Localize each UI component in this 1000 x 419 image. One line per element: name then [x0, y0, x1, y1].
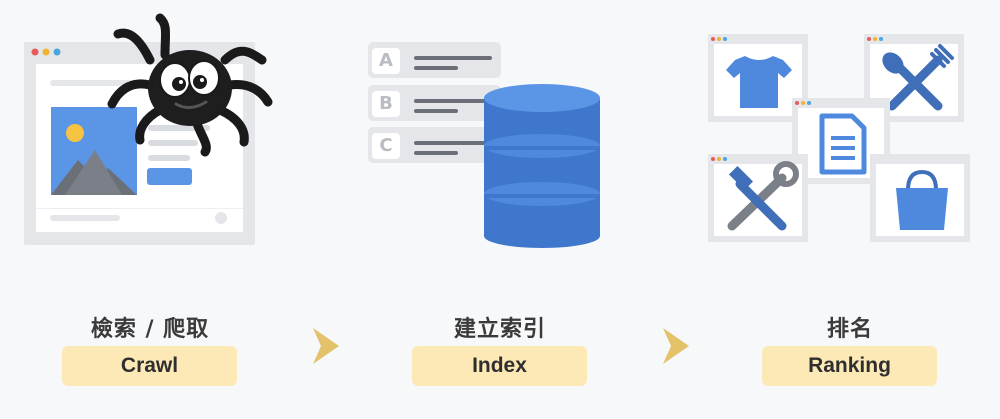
spider-icon	[107, 13, 273, 157]
tools-icon	[727, 161, 799, 231]
chevron-right-icon	[313, 328, 339, 364]
spider-body	[148, 50, 232, 126]
tshirt-icon	[726, 56, 792, 108]
image-icon	[51, 107, 137, 195]
ranking-illustration	[700, 30, 980, 250]
crawl-illustration	[0, 0, 300, 260]
tools-window	[708, 154, 808, 242]
step-index-cn-label: 建立索引	[453, 317, 546, 342]
index-row-label-a: A	[379, 50, 393, 71]
shopping-bag-icon	[896, 169, 948, 230]
chevron-right-icon	[663, 328, 689, 364]
tshirt-window	[708, 34, 808, 122]
step-index-pill: Index	[412, 346, 587, 386]
index-row-label-b: B	[379, 93, 393, 114]
index-list	[368, 42, 501, 163]
step-crawl-cn-label: 檢索 / 爬取	[90, 317, 210, 342]
database-icon	[484, 84, 600, 248]
document-icon	[819, 113, 867, 175]
index-illustration: A B C	[360, 30, 620, 260]
step-ranking-cn-label: 排名	[826, 317, 873, 342]
step-crawl-pill: Crawl	[62, 346, 237, 386]
index-row-label-c: C	[379, 135, 393, 156]
bag-window	[870, 154, 970, 242]
step-ranking-pill: Ranking	[762, 346, 937, 386]
